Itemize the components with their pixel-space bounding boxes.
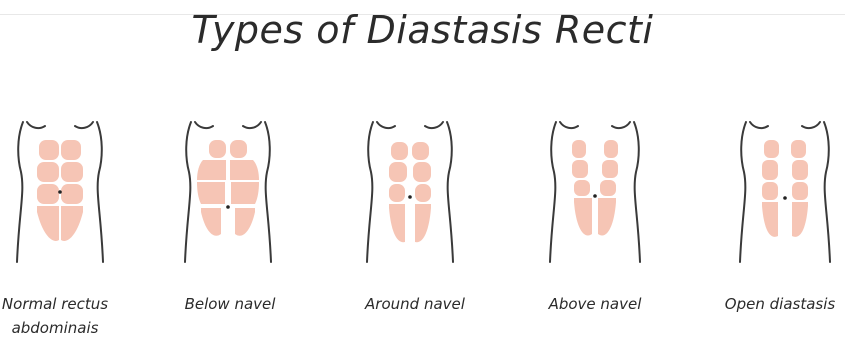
below-navel-torso-icon bbox=[173, 112, 283, 272]
normal-torso-icon bbox=[5, 112, 115, 272]
label-open-diastasis: Open diastasis bbox=[715, 292, 845, 316]
page-title: Types of Diastasis Recti bbox=[0, 8, 845, 52]
open-diastasis-torso-icon bbox=[730, 112, 840, 272]
label-below-navel: Below navel bbox=[170, 292, 290, 316]
label-above-navel: Above navel bbox=[535, 292, 655, 316]
around-navel-torso-icon bbox=[355, 112, 465, 272]
label-around-navel: Around navel bbox=[350, 292, 480, 316]
above-navel-torso-icon bbox=[540, 112, 650, 272]
label-normal: Normal rectus abdominais bbox=[0, 292, 110, 340]
